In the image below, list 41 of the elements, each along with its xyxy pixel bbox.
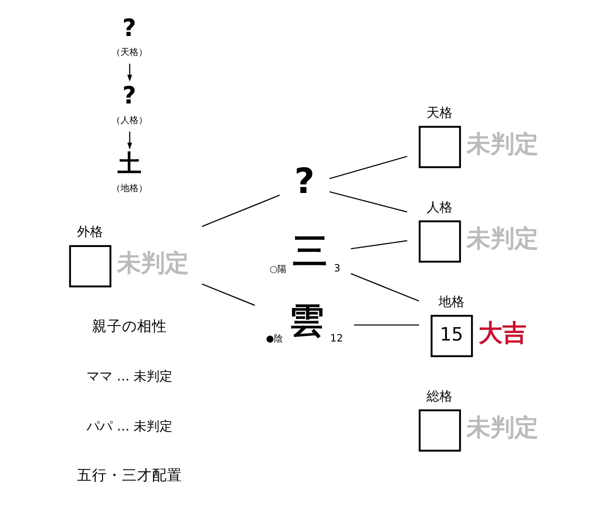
node-text: 土	[116, 150, 141, 178]
node-label: 3	[333, 264, 340, 275]
node-label: 総格	[426, 389, 452, 404]
node-label: 未判定	[466, 224, 538, 252]
node-box: 15	[430, 314, 472, 358]
connector	[354, 324, 419, 326]
connector	[328, 156, 407, 180]
node-label: 未判定	[466, 130, 538, 158]
label: ママ … 未判定	[86, 370, 172, 385]
arrow	[126, 64, 132, 82]
node-text: 雲	[288, 302, 324, 342]
connector	[350, 240, 407, 250]
label: パパ … 未判定	[86, 419, 172, 434]
node-label: 未判定	[466, 413, 538, 442]
connector	[328, 191, 407, 212]
connector	[201, 284, 255, 306]
node-text: ?	[294, 162, 314, 202]
node-label: 大吉	[478, 318, 526, 347]
node-label: 人格	[426, 200, 452, 216]
label: 五行・三才配置	[76, 466, 182, 484]
node-label: （人格）	[110, 115, 147, 126]
node-text: ?	[122, 82, 136, 110]
node-label: ○陽	[269, 264, 286, 275]
node-box	[418, 126, 460, 168]
node-box	[418, 220, 460, 263]
node-text: ?	[122, 14, 136, 42]
node-label: 天格	[426, 106, 452, 121]
node-label: ●陰	[265, 334, 282, 345]
connector	[350, 273, 419, 302]
node-label: 未判定	[116, 249, 188, 278]
node-label: 外格	[76, 225, 102, 240]
connector	[201, 194, 280, 227]
label: 親子の相性	[92, 318, 167, 336]
node-box	[418, 409, 460, 452]
arrow	[126, 132, 132, 150]
node-label: 地格	[438, 294, 464, 310]
node-label: （天格）	[110, 47, 147, 58]
node-box	[68, 245, 111, 288]
node-text: 三	[292, 232, 328, 272]
node-label: （地格）	[110, 183, 147, 194]
node-label: 12	[330, 333, 343, 344]
